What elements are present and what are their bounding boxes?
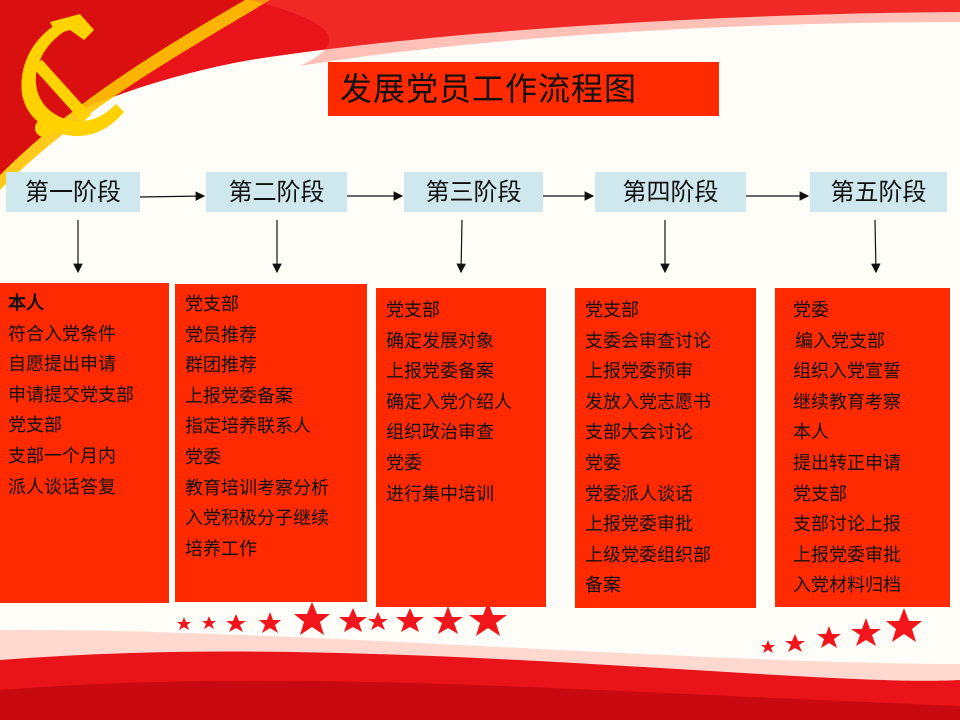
stage-3-line: 党支部 xyxy=(386,300,440,321)
stage-5-line: 上报党委审批 xyxy=(793,544,901,566)
stage-3-line: 进行集中培训 xyxy=(386,483,494,505)
stage-3-line: 确定入党介绍人 xyxy=(386,391,512,413)
stage-1-line: 派人谈话答复 xyxy=(8,476,116,498)
stage-2-box: 党支部 党员推荐 群团推荐 上报党委备案 指定培养联系人 党委 教育培训考察分析… xyxy=(175,284,367,602)
stage-3-line: 党委 xyxy=(386,452,422,474)
stage-1-line: 本人 xyxy=(8,293,44,314)
stage-3-line: 上报党委备案 xyxy=(386,361,494,383)
stage-2-line: 党员推荐 xyxy=(185,324,257,346)
stage-4-box: 党支部 支委会审查讨论 上报党委预审 发放入党志愿书 支部大会讨论 党委 党委派… xyxy=(575,288,756,608)
stage-4-line: 支委会审查讨论 xyxy=(585,330,711,352)
stage-2-line: 党支部 xyxy=(185,294,239,315)
stage-1-line: 支部一个月内 xyxy=(8,445,116,467)
top-red-corner xyxy=(0,0,245,175)
stage-5-line: 组织入党宣誓 xyxy=(793,361,901,383)
stage-5-line: 提出转正申请 xyxy=(793,452,901,474)
stage-4-line: 上报党委预审 xyxy=(585,361,693,383)
stage-4-line: 党支部 xyxy=(585,300,639,321)
stage-4-line: 备案 xyxy=(585,575,621,597)
stage-5-line: 继续教育考察 xyxy=(793,391,901,413)
stage-2-line: 培养工作 xyxy=(185,538,257,560)
stage-5-line: 党委 xyxy=(793,300,829,321)
stage-3-label: 第三阶段 xyxy=(404,172,543,212)
stage-5-line: 入党材料归档 xyxy=(793,575,901,597)
bottom-ribbon-red-dark xyxy=(0,680,960,720)
stage-3-line: 确定发展对象 xyxy=(386,330,494,352)
page-title: 发展党员工作流程图 xyxy=(328,62,719,116)
arrow-stage1-to-stage2 xyxy=(139,191,206,201)
stage-4-line: 党委派人谈话 xyxy=(585,483,693,505)
stage-2-line: 入党积极分子继续 xyxy=(185,508,329,530)
stage-1-box: 本人 符合入党条件 自愿提出申请 申请提交党支部 党支部 支部一个月内 派人谈话… xyxy=(0,283,169,603)
stage-4-line: 上报党委审批 xyxy=(585,514,693,536)
arrow-stage5-down xyxy=(871,219,881,274)
stage-3-line: 组织政治审查 xyxy=(386,422,494,444)
top-red-banner xyxy=(0,0,960,150)
stage-2-line: 群团推荐 xyxy=(185,355,257,377)
stars-decoration-right xyxy=(761,608,922,653)
stage-5-line: 党支部 xyxy=(793,483,847,505)
stage-3-box: 党支部 确定发展对象 上报党委备案 确定入党介绍人 组织政治审查 党委 进行集中… xyxy=(376,288,546,607)
stage-1-line: 符合入党条件 xyxy=(8,323,116,345)
stage-5-line: 本人 xyxy=(793,422,829,444)
stage-2-line: 指定培养联系人 xyxy=(185,416,311,438)
stage-5-label: 第五阶段 xyxy=(810,172,947,212)
stage-4-line: 上级党委组织部 xyxy=(585,544,711,566)
stage-5-box: 党委 编入党支部 组织入党宣誓 继续教育考察 本人 提出转正申请 党支部 支部讨… xyxy=(775,288,950,607)
top-light-swoosh xyxy=(250,0,960,66)
arrow-stage3-down xyxy=(456,219,466,274)
stage-5-line: 编入党支部 xyxy=(795,330,885,352)
stage-4-line: 发放入党志愿书 xyxy=(585,391,711,413)
stage-2-line: 教育培训考察分析 xyxy=(185,477,329,499)
stage-2-line: 党委 xyxy=(185,446,221,468)
stars-decoration-left xyxy=(177,602,507,636)
stage-1-label: 第一阶段 xyxy=(6,172,140,212)
stage-2-line: 上报党委备案 xyxy=(185,385,293,407)
stage-1-line: 申请提交党支部 xyxy=(8,384,134,406)
stage-5-line: 支部讨论上报 xyxy=(793,514,901,536)
hammer-and-sickle-icon xyxy=(21,14,124,137)
stage-4-line: 支部大会讨论 xyxy=(585,422,693,444)
stage-1-line: 党支部 xyxy=(8,415,62,437)
stage-4-line: 党委 xyxy=(585,452,621,474)
stage-1-line: 自愿提出申请 xyxy=(8,354,116,376)
stage-2-label: 第二阶段 xyxy=(206,172,347,212)
stage-4-label: 第四阶段 xyxy=(595,172,746,212)
